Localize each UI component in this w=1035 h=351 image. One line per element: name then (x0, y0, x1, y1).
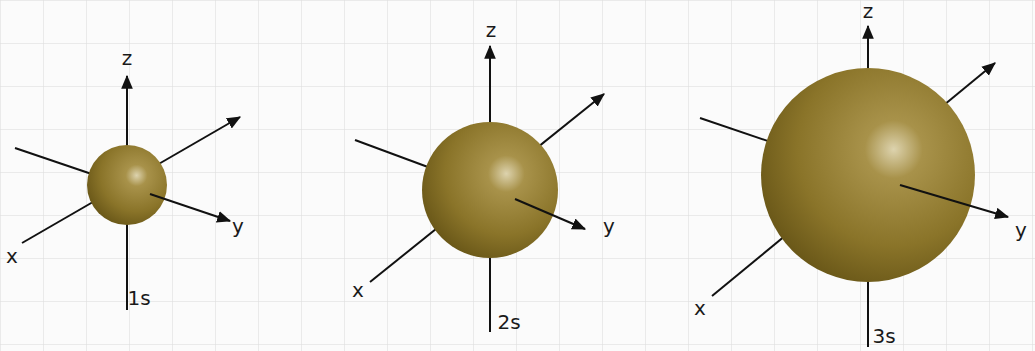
axis-line (515, 199, 585, 229)
axis-letter: z (486, 20, 497, 40)
orbital-name: 2s (497, 312, 520, 332)
orbital-sphere (422, 122, 558, 258)
axis-letter: y (1015, 220, 1027, 240)
axis-line (150, 194, 230, 221)
axis-letter: y (603, 216, 615, 236)
axis-letter: x (694, 298, 706, 318)
axes-1s (15, 76, 240, 310)
axis-letter: z (122, 48, 133, 68)
axis-letter: y (232, 216, 244, 236)
axis-letter: x (352, 280, 364, 300)
axis-letter: x (6, 246, 18, 266)
orbital-sphere (761, 68, 975, 282)
axis-letter: z (863, 1, 874, 21)
axis-line (900, 185, 1008, 217)
orbital-sphere (87, 145, 167, 225)
orbital-name: 3s (872, 326, 895, 346)
axes-2s (355, 46, 604, 332)
orbital-name: 1s (127, 288, 150, 308)
axes-3s (700, 26, 995, 347)
